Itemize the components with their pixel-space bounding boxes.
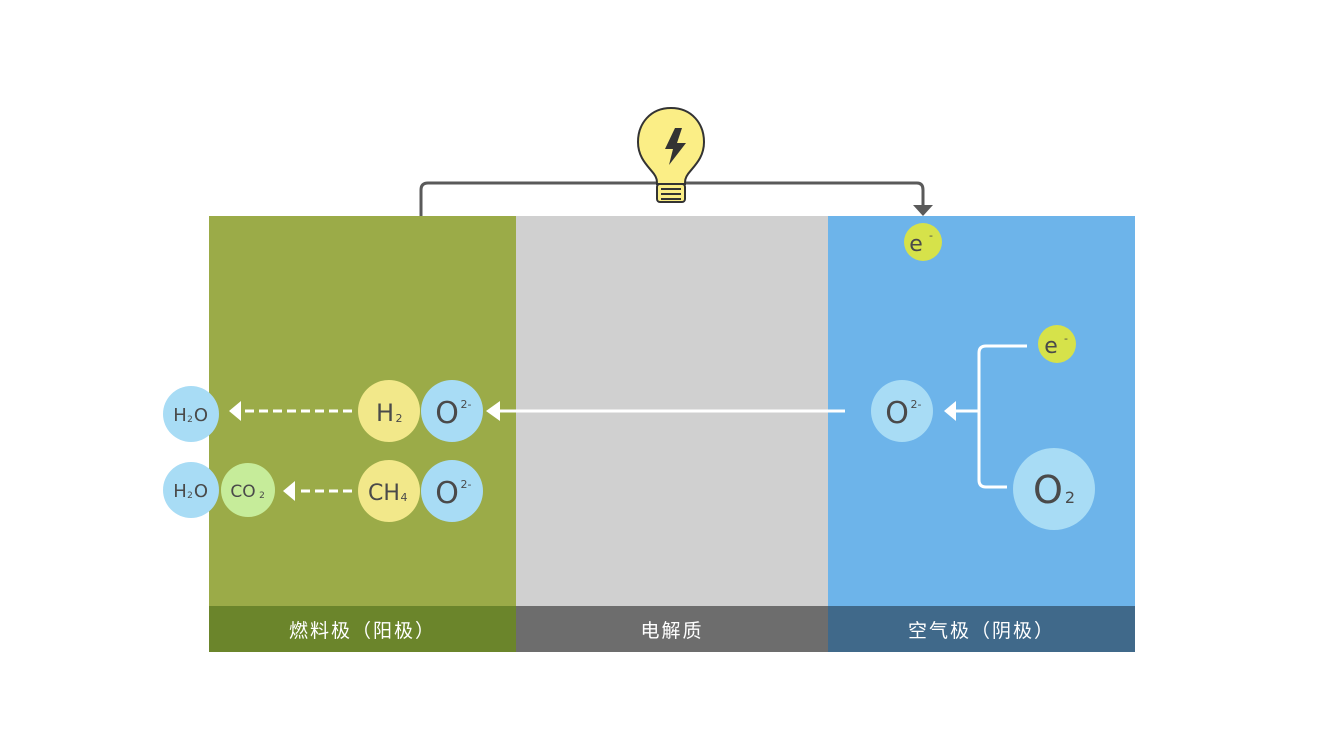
electron-top: e - — [904, 223, 942, 261]
svg-text:O: O — [194, 405, 208, 426]
svg-text:-: - — [1064, 332, 1068, 345]
svg-text:2-: 2- — [461, 398, 472, 411]
svg-text:O: O — [435, 476, 459, 511]
svg-text:O: O — [435, 396, 459, 431]
oxide-transport-arrowhead — [486, 401, 500, 421]
svg-text:e: e — [909, 232, 923, 257]
svg-text:CH: CH — [368, 481, 400, 506]
svg-text:O: O — [1033, 468, 1063, 512]
oxide-ion-ch4: O 2- — [421, 460, 483, 522]
circuit-arrowhead — [913, 205, 933, 216]
svg-text:CO: CO — [230, 482, 255, 502]
svg-text:2-: 2- — [461, 478, 472, 491]
svg-text:2: 2 — [396, 412, 403, 425]
svg-text:2: 2 — [1065, 488, 1075, 507]
svg-text:2-: 2- — [911, 398, 922, 411]
svg-text:e: e — [1044, 334, 1058, 359]
svg-text:O: O — [885, 396, 909, 431]
lightbulb-icon — [636, 106, 706, 203]
svg-text:2: 2 — [259, 491, 265, 501]
svg-text:O: O — [194, 481, 208, 502]
cathode-arrowhead — [944, 401, 956, 421]
electrolyte-label: 电解质 — [516, 606, 828, 652]
svg-text:H: H — [173, 405, 187, 426]
anode-label: 燃料极（阳极） — [209, 606, 516, 652]
cathode-label: 空气极（阴极） — [828, 606, 1135, 652]
oxide-ion-cathode: O 2- — [871, 380, 933, 442]
svg-text:4: 4 — [401, 491, 408, 504]
svg-text:2: 2 — [187, 415, 193, 425]
svg-text:H: H — [173, 481, 187, 502]
h2-product-arrowhead — [229, 401, 241, 421]
svg-text:H: H — [376, 399, 394, 427]
svg-text:-: - — [929, 229, 933, 242]
hydrogen-molecule: H 2 — [358, 380, 420, 442]
cathode-bracket — [977, 344, 1027, 489]
oxide-ion-h2: O 2- — [421, 380, 483, 442]
carbon-dioxide-molecule: CO 2 — [221, 463, 275, 517]
ch4-product-arrowhead — [283, 481, 295, 501]
electron-right: e - — [1038, 325, 1076, 363]
methane-molecule: CH 4 — [358, 460, 420, 522]
svg-text:2: 2 — [187, 491, 193, 501]
water-molecule-bottom: H 2 O — [163, 462, 219, 518]
oxygen-molecule: O 2 — [1013, 448, 1095, 530]
water-molecule-top: H 2 O — [163, 386, 219, 442]
